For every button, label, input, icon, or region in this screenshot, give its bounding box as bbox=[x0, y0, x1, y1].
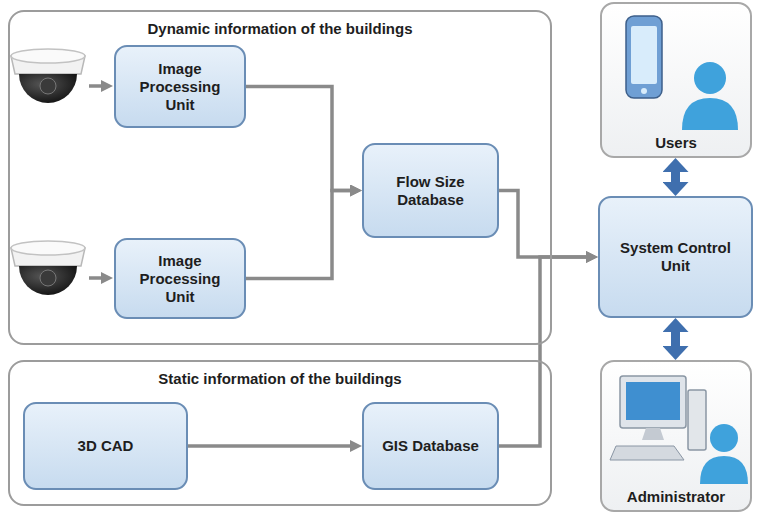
node-label: Image Processing Unit bbox=[130, 252, 230, 306]
bidirectional-arrow bbox=[671, 332, 680, 346]
flow-arrow bbox=[246, 191, 350, 279]
actor-box: Administrator bbox=[600, 360, 752, 512]
person-icon bbox=[700, 424, 748, 484]
computer-tower bbox=[688, 390, 706, 450]
database-box: GIS Database bbox=[362, 402, 499, 490]
node-label: Image Processing Unit bbox=[130, 60, 230, 114]
camera-base bbox=[11, 49, 85, 63]
person-head bbox=[694, 62, 726, 94]
process-box: Image Processing Unit bbox=[114, 238, 246, 319]
actor-icon bbox=[602, 4, 750, 156]
person-body bbox=[682, 98, 738, 130]
camera-icon bbox=[11, 241, 85, 295]
node-label: Users bbox=[655, 134, 697, 151]
phone-icon bbox=[626, 16, 662, 98]
process-box: 3D CAD bbox=[23, 402, 188, 490]
bidirectional-arrow bbox=[671, 172, 680, 182]
person-body bbox=[700, 456, 748, 484]
monitor bbox=[620, 376, 686, 428]
node-label: Administrator bbox=[627, 488, 725, 505]
actor-box: Users bbox=[600, 2, 752, 158]
group-panel: Image Processing UnitImage Processing Un… bbox=[8, 10, 552, 345]
computer-icon bbox=[610, 376, 706, 460]
phone-body bbox=[626, 16, 662, 98]
camera-feed-arrow bbox=[89, 84, 101, 88]
camera-dome bbox=[19, 74, 77, 103]
group-panel: 3D CAD GIS Database Static information of … bbox=[8, 360, 552, 506]
actor-icon bbox=[602, 362, 750, 510]
camera-lens bbox=[40, 270, 56, 286]
flow-arrow bbox=[188, 444, 350, 448]
keyboard bbox=[610, 446, 684, 460]
flow-arrow bbox=[499, 257, 586, 446]
group-heading: Static information of the buildings bbox=[10, 370, 550, 387]
person-head bbox=[710, 424, 738, 452]
monitor-stand bbox=[642, 428, 664, 440]
group-heading: Dynamic information of the buildings bbox=[10, 20, 550, 37]
database-box: Flow Size Database bbox=[362, 143, 499, 238]
camera-dome bbox=[19, 266, 77, 295]
node-label: System Control Unit bbox=[611, 239, 741, 275]
camera-feed-arrow bbox=[89, 276, 101, 280]
control-box: System Control Unit bbox=[598, 196, 753, 318]
flow-arrow bbox=[246, 87, 350, 191]
phone-button bbox=[641, 88, 647, 94]
person-icon bbox=[682, 62, 738, 130]
node-label: 3D CAD bbox=[78, 437, 134, 455]
node-label: GIS Database bbox=[382, 437, 479, 455]
node-label: Flow Size Database bbox=[376, 173, 486, 209]
camera-base bbox=[11, 241, 85, 255]
phone-screen bbox=[631, 26, 657, 84]
process-box: Image Processing Unit bbox=[114, 45, 246, 128]
flow-arrow bbox=[499, 191, 586, 258]
camera-icon bbox=[11, 49, 85, 103]
monitor-screen bbox=[626, 382, 680, 420]
camera-lens bbox=[40, 78, 56, 94]
